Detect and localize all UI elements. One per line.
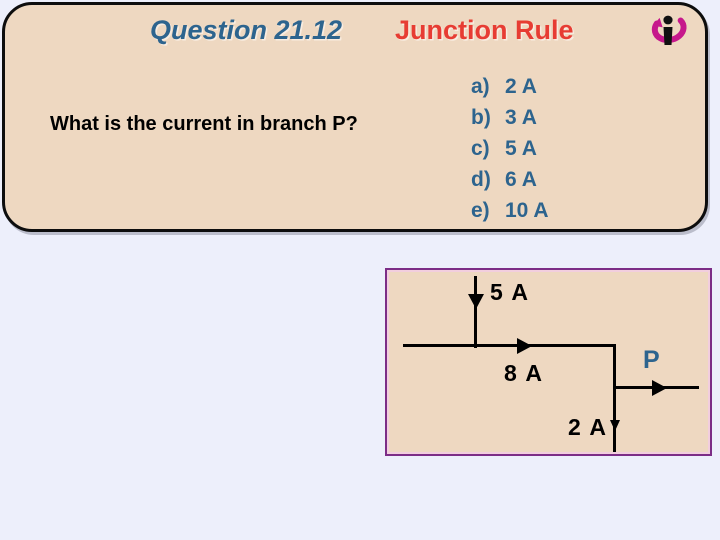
option-value: 10 A xyxy=(505,199,549,222)
option-letter: d) xyxy=(471,168,491,191)
label-branch-p: P xyxy=(643,346,660,374)
option-d: d) 6 A xyxy=(471,168,549,199)
option-letter: b) xyxy=(471,106,491,129)
option-value: 3 A xyxy=(505,106,537,129)
top-branch-wire xyxy=(474,276,477,348)
answer-options: a) 2 A b) 3 A c) 5 A d) 6 A e) 10 A xyxy=(471,75,549,230)
branch-p-arrow-icon xyxy=(652,380,667,396)
option-value: 5 A xyxy=(505,137,537,160)
option-value: 6 A xyxy=(505,168,537,191)
option-e: e) 10 A xyxy=(471,199,549,230)
corner-down-wire xyxy=(613,344,616,452)
label-current-5a: 5 A xyxy=(490,279,530,305)
current-8a-arrow-icon xyxy=(517,338,532,354)
interactive-info-icon[interactable] xyxy=(647,10,693,56)
label-current-8a: 8 A xyxy=(504,360,544,386)
option-value: 2 A xyxy=(505,75,537,98)
question-panel: Question 21.12 Junction Rule What is the… xyxy=(2,2,708,232)
label-current-2a: 2 A xyxy=(568,414,608,440)
topic-title: Junction Rule xyxy=(395,15,574,45)
question-number: Question 21.12 xyxy=(150,15,343,45)
current-2a-arrow-icon xyxy=(610,420,620,431)
option-letter: e) xyxy=(471,199,490,222)
option-b: b) 3 A xyxy=(471,106,549,137)
option-c: c) 5 A xyxy=(471,137,549,168)
current-5a-arrow-icon xyxy=(468,294,484,309)
main-wire xyxy=(403,344,615,347)
option-letter: c) xyxy=(471,137,490,160)
circuit-diagram: 5 A 8 A 2 A P xyxy=(385,268,712,456)
question-text: What is the current in branch P? xyxy=(50,113,358,135)
option-letter: a) xyxy=(471,75,490,98)
option-a: a) 2 A xyxy=(471,75,549,106)
